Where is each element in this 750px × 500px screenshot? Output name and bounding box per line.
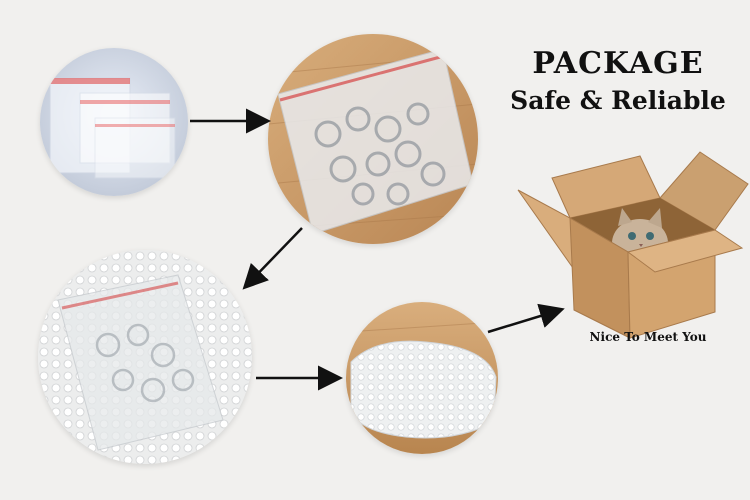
filled-bag-icon bbox=[268, 34, 478, 244]
wrapped-parcel-photo bbox=[346, 302, 498, 454]
package-title: PACKAGE bbox=[532, 46, 704, 81]
filled-ziplock-bag-photo bbox=[268, 34, 478, 244]
box-caption: Nice To Meet You bbox=[589, 330, 707, 344]
bubble-wrap-icon bbox=[38, 250, 252, 464]
ziplock-bags-photo bbox=[40, 48, 188, 196]
cardboard-box-icon bbox=[517, 151, 749, 339]
wrapped-parcel-icon bbox=[346, 302, 498, 454]
arrow-step2-to-step3 bbox=[242, 227, 303, 290]
cardboard-box-with-cat bbox=[510, 148, 750, 348]
plastic-bag-icon bbox=[40, 48, 188, 196]
bubble-wrap-bag-photo bbox=[38, 250, 252, 464]
package-subtitle: Safe & Reliable bbox=[510, 86, 726, 115]
